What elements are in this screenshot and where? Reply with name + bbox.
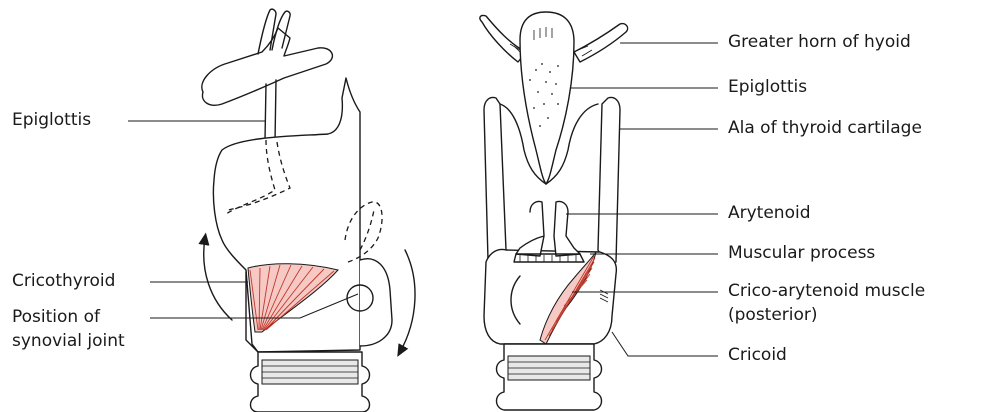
left-cricoid-lamina — [360, 259, 392, 346]
label-cricothyroid: Cricothyroid — [12, 271, 115, 292]
leader-cricoid — [612, 332, 718, 356]
label-crico-arytenoid-line2: (posterior) — [728, 305, 818, 326]
label-epiglottis-right: Epiglottis — [728, 77, 807, 98]
hyoid-greater-horn-right — [574, 24, 628, 62]
label-epiglottis-left: Epiglottis — [12, 110, 91, 131]
left-hyoid-bone — [202, 28, 333, 105]
right-rotation-arrow — [400, 250, 415, 352]
label-synovial-joint-line2: synovial joint — [12, 331, 125, 352]
label-muscular-process: Muscular process — [728, 243, 875, 264]
thyroid-ala-right — [598, 98, 620, 267]
label-crico-arytenoid-line1: Crico-arytenoid muscle — [728, 281, 925, 302]
arytenoid-right — [554, 201, 580, 256]
arytenoid-left — [516, 201, 544, 256]
label-synovial-joint-line1: Position of — [12, 307, 100, 328]
label-greater-horn: Greater horn of hyoid — [728, 32, 911, 53]
left-epiglottis-stalk — [256, 84, 266, 142]
thyroid-ala-left — [484, 98, 506, 265]
label-cricoid: Cricoid — [728, 345, 787, 366]
label-ala-thyroid: Ala of thyroid cartilage — [728, 118, 922, 139]
left-lateral-view — [202, 9, 415, 412]
hyoid-greater-horn-left — [480, 15, 526, 62]
right-posterior-view — [480, 12, 628, 410]
label-arytenoid: Arytenoid — [728, 203, 811, 224]
